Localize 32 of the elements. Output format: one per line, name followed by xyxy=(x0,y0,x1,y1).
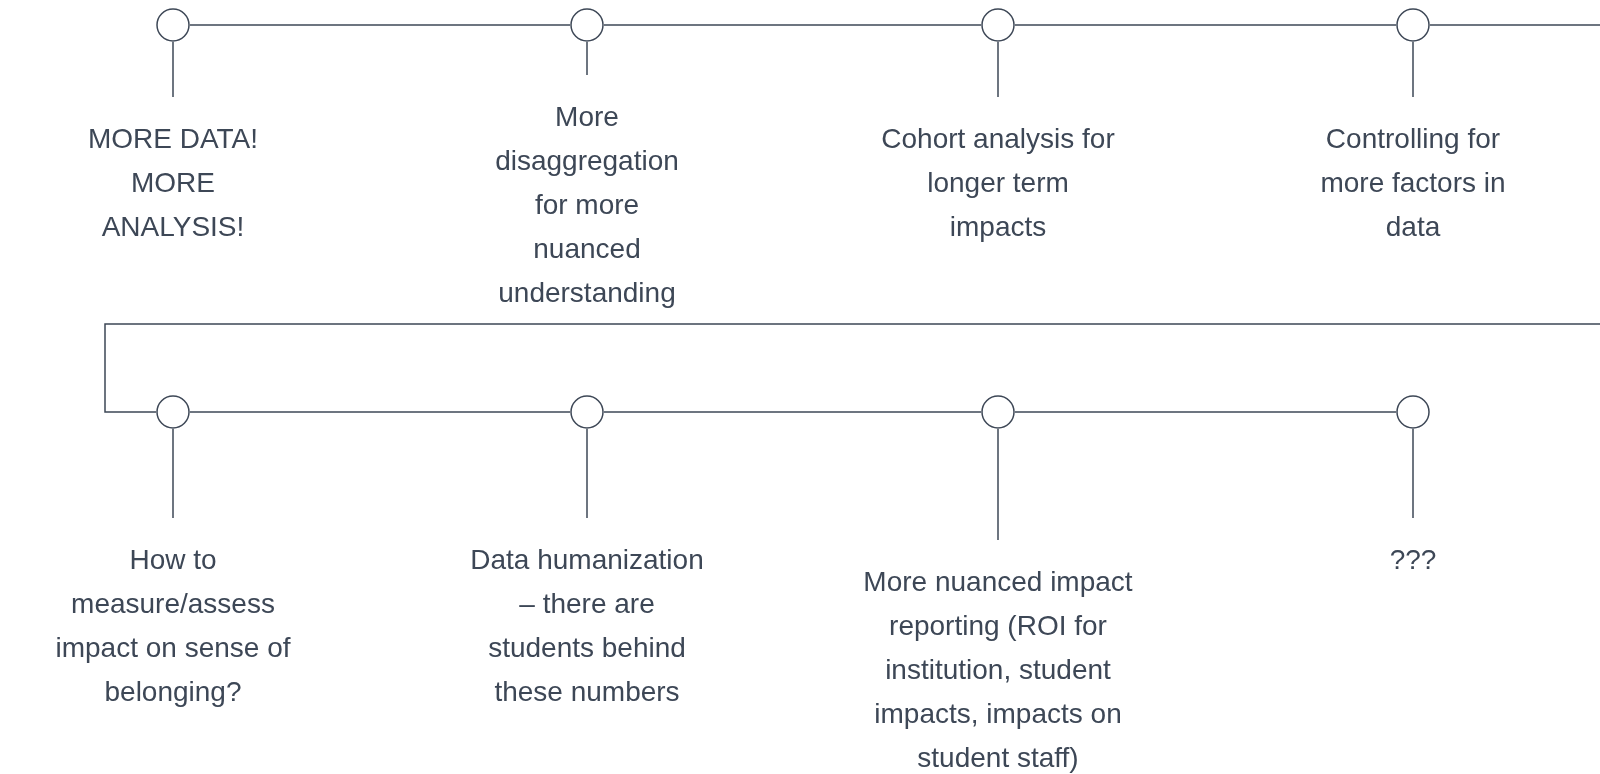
timeline-circle xyxy=(156,8,190,42)
timeline-line xyxy=(104,323,1600,413)
tick-line xyxy=(1412,41,1414,98)
milestone-text: ??? xyxy=(1389,543,1437,577)
milestone-text: More nuanced impact reporting (ROI for institution, student impacts, impacts on student staff) xyxy=(862,565,1134,774)
tick-line xyxy=(997,428,999,541)
milestone-text: Data humanization – there are students behind these numbers xyxy=(469,543,705,709)
timeline-line xyxy=(189,24,571,26)
tick-line xyxy=(172,41,174,98)
timeline-circle xyxy=(1396,8,1430,42)
timeline-line xyxy=(189,411,571,413)
timeline-circle xyxy=(570,8,604,42)
tick-line xyxy=(997,41,999,98)
timeline-circle xyxy=(156,395,190,429)
milestone-text: Cohort analysis for longer term impacts xyxy=(880,122,1116,244)
tick-line xyxy=(1412,428,1414,519)
milestone-text: MORE DATA! MORE ANALYSIS! xyxy=(86,122,260,244)
timeline-line xyxy=(603,24,982,26)
timeline-line xyxy=(1014,24,1397,26)
timeline-circle xyxy=(570,395,604,429)
timeline-circle xyxy=(981,8,1015,42)
milestone-text: More disaggregation for more nuanced understanding xyxy=(494,100,680,310)
tick-line xyxy=(586,428,588,519)
milestone-text: Controlling for more factors in data xyxy=(1319,122,1507,244)
tick-line xyxy=(172,428,174,519)
timeline-circle xyxy=(1396,395,1430,429)
timeline-circle xyxy=(981,395,1015,429)
timeline-line xyxy=(1014,411,1397,413)
timeline-line xyxy=(1429,24,1600,26)
timeline-line xyxy=(603,411,982,413)
milestone-text: How to measure/assess impact on sense of belonging? xyxy=(54,543,292,709)
tick-line xyxy=(586,41,588,76)
